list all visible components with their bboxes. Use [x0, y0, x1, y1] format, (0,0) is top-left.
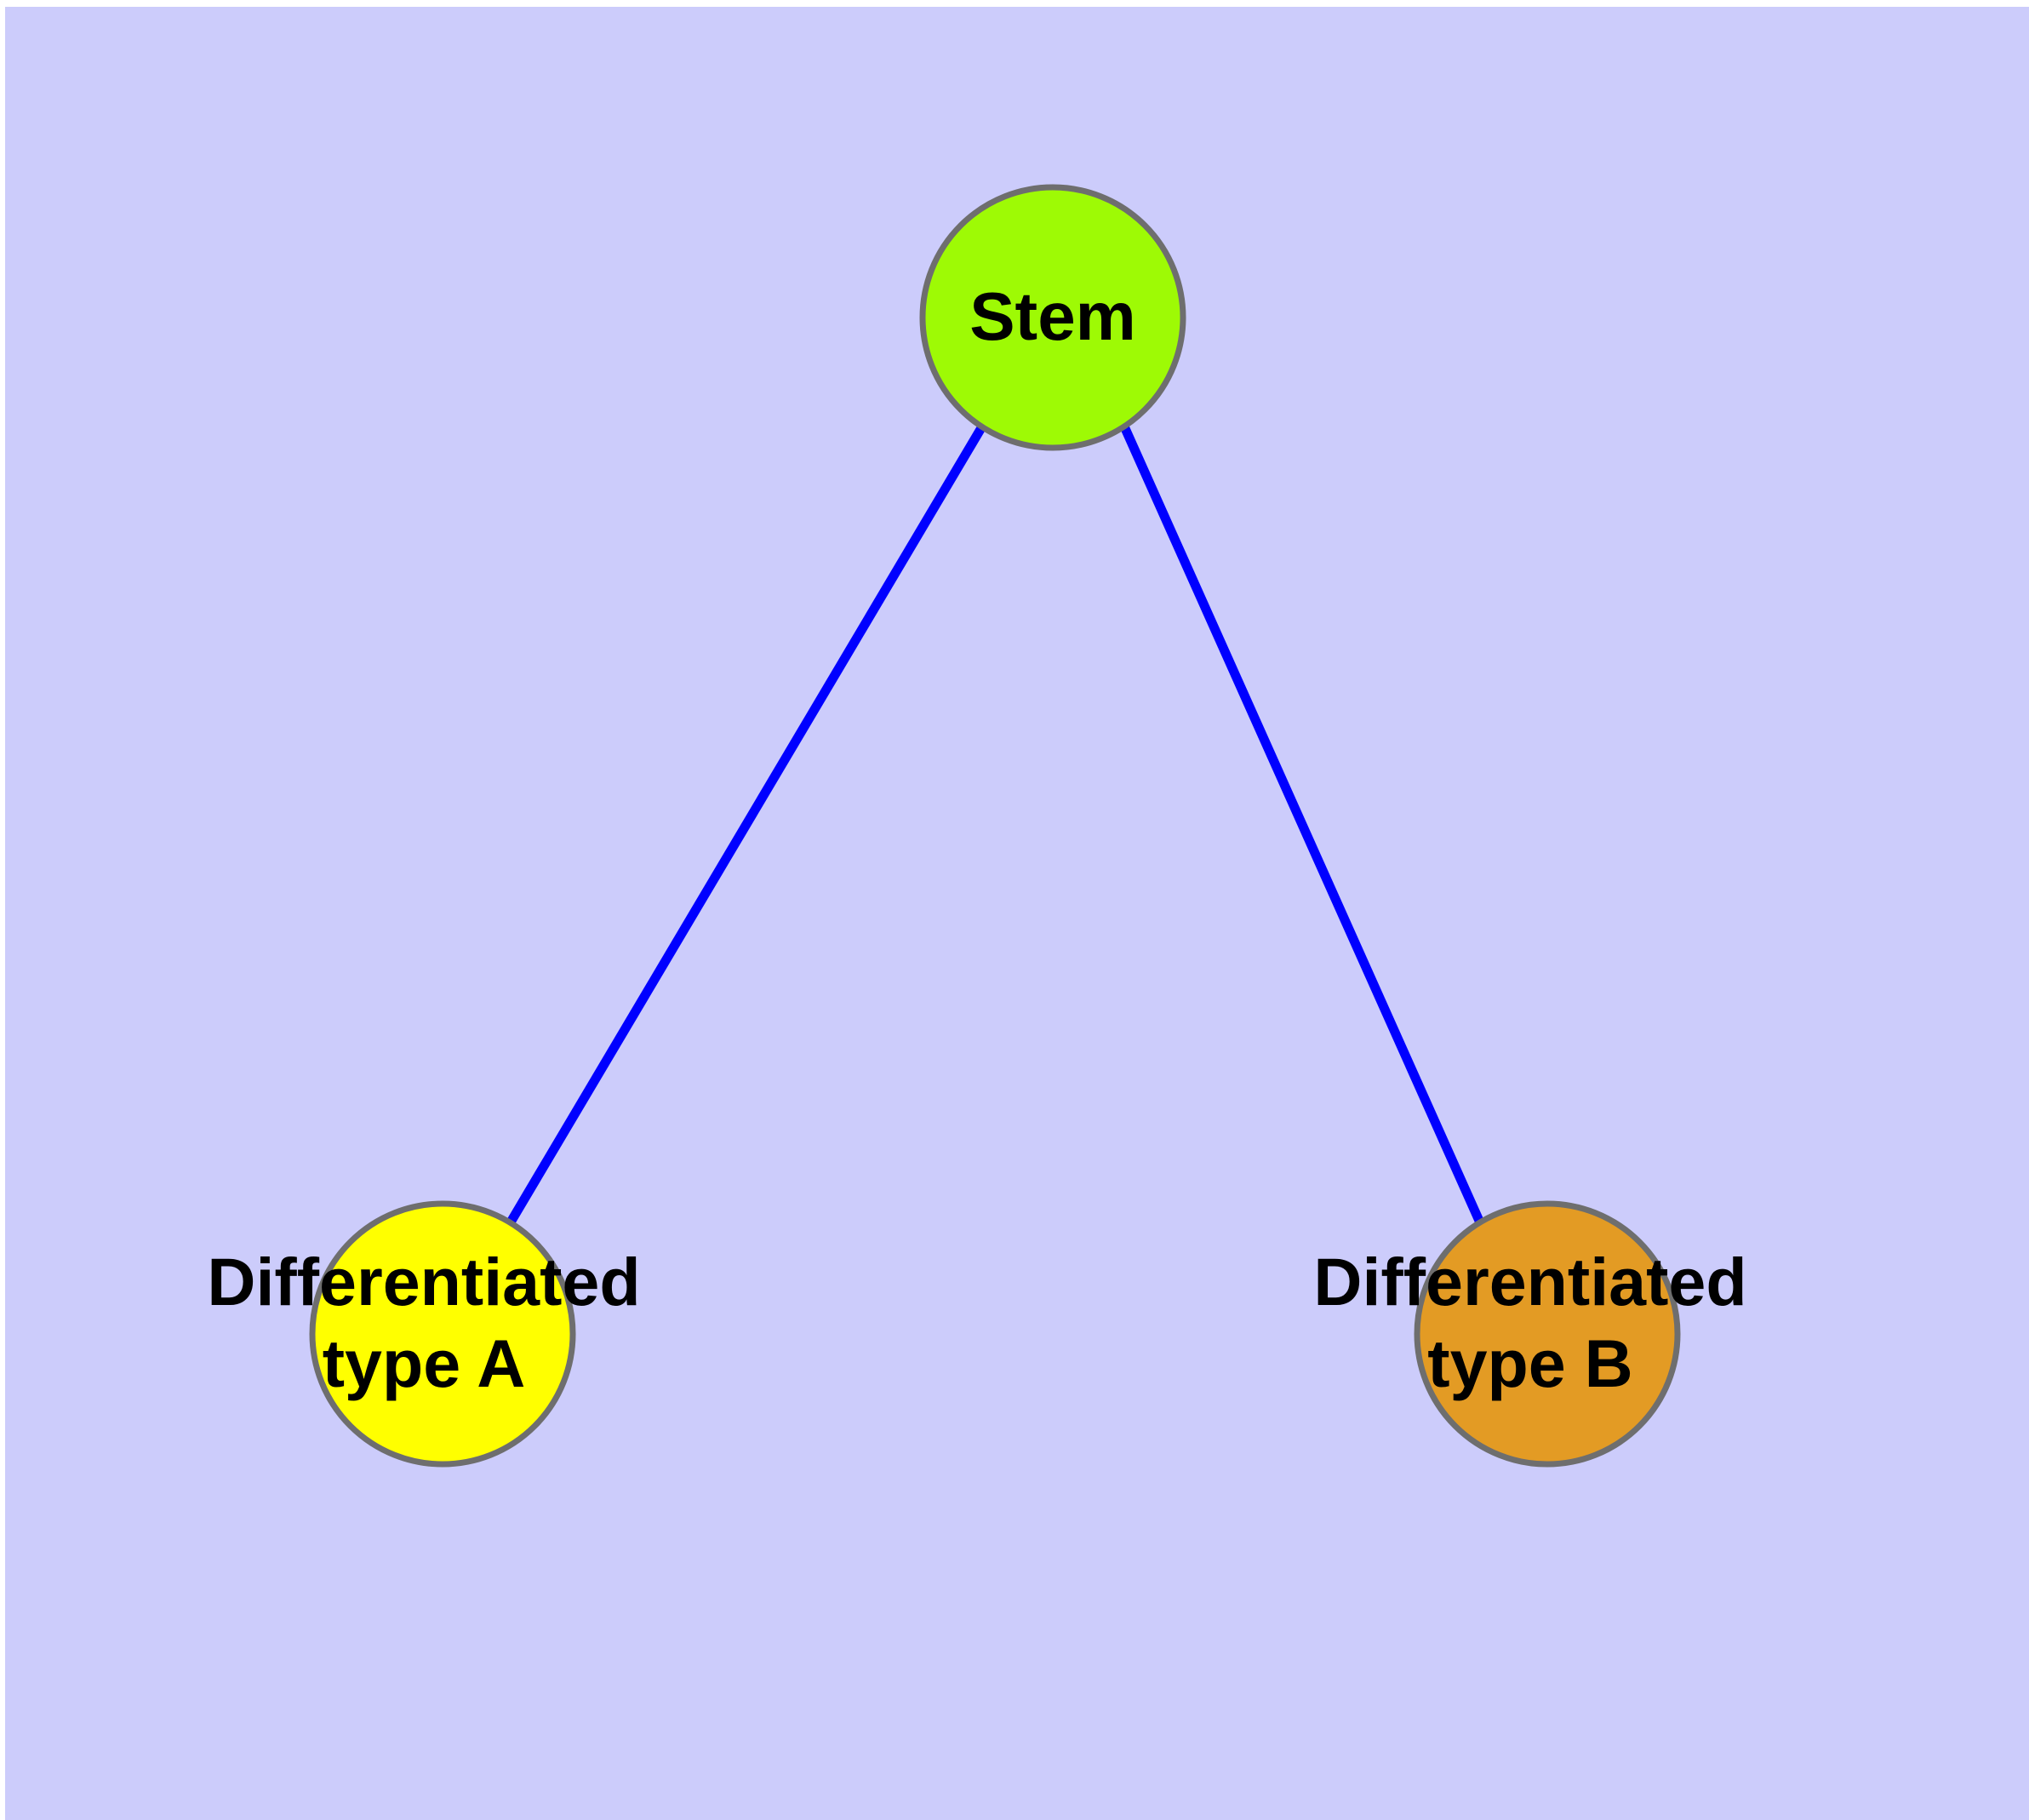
node-differentiated-type-a[interactable]: Differentiated type A — [207, 1200, 641, 1468]
differentiated-type-a-node-circle[interactable] — [309, 1200, 576, 1468]
differentiated-type-b-label-line2: type B — [1427, 1325, 1632, 1401]
node-differentiated-type-b[interactable]: Differentiated type B — [1313, 1200, 1747, 1468]
differentiated-type-a-label-line2: type A — [323, 1325, 526, 1401]
node-stem[interactable]: Stem — [919, 184, 1186, 451]
differentiated-type-b-node-circle[interactable] — [1414, 1200, 1681, 1468]
edge-layer — [507, 424, 1484, 1223]
differentiated-type-a-label-line1: Differentiated — [207, 1244, 640, 1319]
stem-node-label: Stem — [969, 278, 1136, 354]
stem-node-circle[interactable] — [919, 184, 1186, 451]
differentiated-type-b-label-line1: Differentiated — [1313, 1244, 1746, 1319]
edge-stem-to-differentiated-type-a[interactable] — [507, 424, 986, 1223]
edge-stem-to-differentiated-type-b[interactable] — [1119, 424, 1484, 1223]
